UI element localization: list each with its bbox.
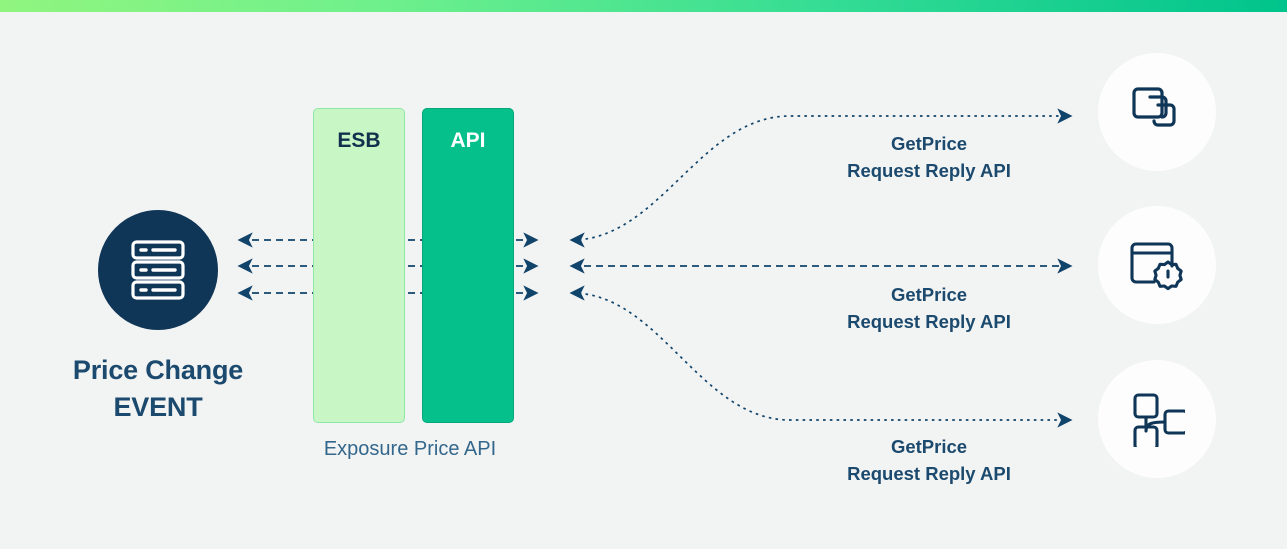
flow-label-2: GetPrice Request Reply API — [779, 281, 1079, 336]
lane-esb[interactable]: ESB — [313, 108, 405, 423]
lane-esb-title: ESB — [337, 129, 381, 152]
source-label-line-2: EVENT — [113, 392, 203, 423]
flow-label-3-line-2: Request Reply API — [847, 463, 1011, 485]
flow-label-3-line-1: GetPrice — [890, 436, 968, 457]
lane-caption: Exposure Price API — [323, 438, 497, 460]
lane-api[interactable]: API — [422, 108, 514, 423]
destination-node-1[interactable] — [1098, 53, 1216, 171]
destination-node-3[interactable] — [1098, 360, 1216, 478]
server-rack-icon — [131, 240, 185, 300]
flow-label-1-line-2: Request Reply API — [847, 160, 1011, 182]
source-node-label: Price Change EVENT — [38, 352, 278, 427]
lane-api-title: API — [450, 129, 486, 152]
window-settings-icon — [1130, 242, 1183, 291]
decorative-gradient-bar — [0, 0, 1287, 12]
flow-label-3: GetPrice Request Reply API — [779, 433, 1079, 488]
flow-label-1-line-1: GetPrice — [890, 133, 968, 154]
flow-label-1: GetPrice Request Reply API — [779, 130, 1079, 185]
source-label-line-1: Price Change — [72, 355, 244, 385]
destination-node-2[interactable] — [1098, 206, 1216, 324]
stacked-squares-icon — [1132, 87, 1176, 127]
source-node-price-change-event[interactable] — [98, 210, 218, 330]
sitemap-icon — [1133, 393, 1185, 447]
flow-label-2-line-1: GetPrice — [890, 284, 968, 305]
flow-label-2-line-2: Request Reply API — [847, 311, 1011, 333]
